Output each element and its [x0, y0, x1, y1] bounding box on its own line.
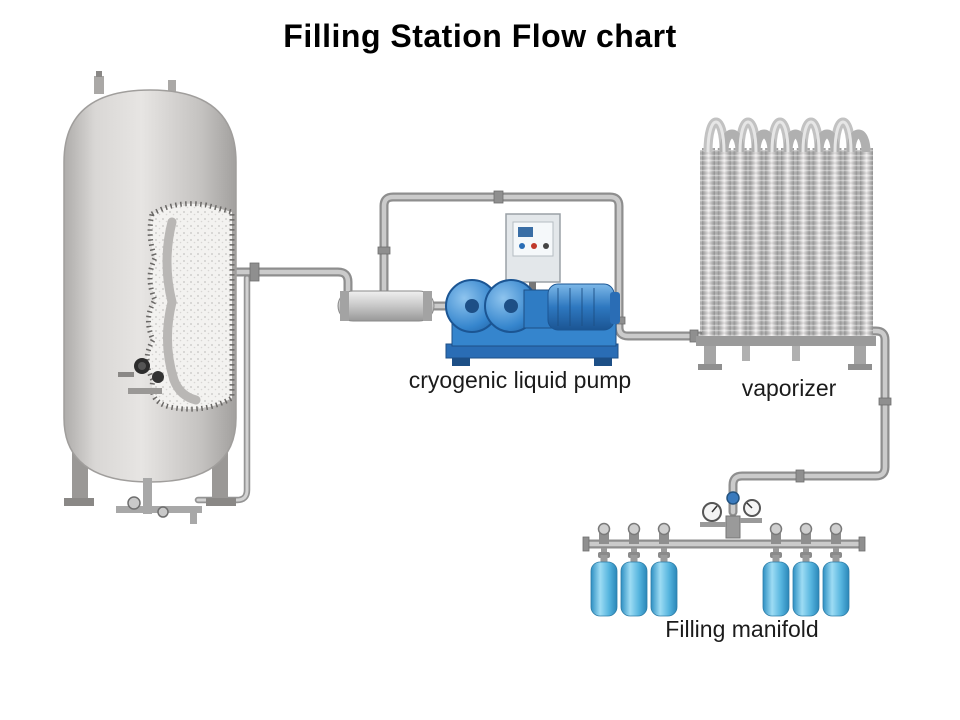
handwheel-icon — [769, 522, 783, 536]
handwheel-icon — [799, 522, 813, 536]
pump-head-hub — [465, 299, 479, 313]
motor-end-cap — [610, 292, 620, 324]
pump-coupling — [523, 289, 553, 329]
valve-icon — [152, 371, 164, 383]
inner-vessel-wall — [162, 217, 201, 405]
storage-tank — [63, 71, 237, 524]
header-end-cap — [582, 536, 590, 552]
regulator-body — [725, 515, 741, 539]
skid-foot — [594, 358, 612, 366]
vaporizer-label: vaporizer — [742, 375, 837, 401]
handwheel-icon — [127, 496, 141, 510]
control-box — [505, 213, 561, 294]
pump-motor — [547, 283, 620, 331]
gauge-arm — [700, 522, 726, 527]
filling-manifold — [582, 491, 866, 617]
strainer-body — [337, 290, 435, 322]
gas-cylinders — [590, 552, 850, 617]
handwheel-icon — [829, 522, 843, 536]
pump-label: cryogenic liquid pump — [409, 367, 631, 393]
manifold-label: Filling manifold — [665, 616, 818, 642]
display-icon — [518, 227, 533, 237]
vaporizer-foot — [698, 364, 722, 370]
inline-strainer — [337, 290, 435, 322]
tank-top-nozzle — [168, 80, 176, 94]
gas-cylinder — [620, 552, 648, 617]
vaporizer-drain — [742, 346, 750, 361]
gas-cylinder — [762, 552, 790, 617]
vaporizer-foot — [848, 364, 872, 370]
handwheel-icon — [726, 491, 740, 505]
strainer-end-band — [340, 291, 349, 321]
button-icon — [531, 243, 537, 249]
tank-gauges — [118, 358, 164, 394]
handwheel-icon — [627, 522, 641, 536]
tank-foot — [206, 498, 236, 506]
bottom-pipe — [143, 478, 152, 514]
bottom-pipe — [190, 506, 197, 524]
gauge-bracket — [128, 388, 162, 394]
strainer-end-band — [423, 291, 432, 321]
page-title: Filling Station Flow chart — [283, 18, 677, 54]
tank-top-nozzle-cap — [96, 71, 102, 77]
vaporizer-drain — [792, 346, 800, 361]
flange — [795, 469, 805, 483]
button-icon — [519, 243, 525, 249]
gas-cylinder — [590, 552, 618, 617]
pump-head-hub — [504, 299, 518, 313]
gauge-stem — [118, 372, 134, 377]
vaporizer-leg — [854, 346, 866, 366]
handwheel-icon — [657, 522, 671, 536]
regulator-assembly — [700, 491, 762, 539]
vaporizer-tubes — [700, 148, 873, 340]
vaporizer-ubends — [703, 117, 871, 153]
vaporizer — [696, 117, 876, 370]
header-end-cap — [858, 536, 866, 552]
skid-foot — [452, 358, 470, 366]
flange — [493, 190, 504, 204]
button-icon — [543, 243, 549, 249]
cable — [529, 282, 536, 294]
gauge-face — [138, 362, 146, 370]
flange — [249, 262, 260, 282]
tank-top-nozzle — [94, 76, 104, 94]
gauge-arm — [740, 518, 762, 523]
tank-bottom-piping — [116, 478, 202, 524]
handwheel-icon — [157, 506, 169, 518]
handwheel-icon — [597, 522, 611, 536]
gas-cylinder — [792, 552, 820, 617]
gas-cylinder — [650, 552, 678, 617]
tank-foot — [64, 498, 94, 506]
flange — [377, 246, 391, 255]
vaporizer-header — [696, 336, 876, 346]
gas-cylinder — [822, 552, 850, 617]
vaporizer-leg — [704, 346, 716, 366]
cryogenic-pump — [445, 213, 620, 366]
process-piping — [194, 190, 892, 517]
flange — [878, 397, 892, 406]
